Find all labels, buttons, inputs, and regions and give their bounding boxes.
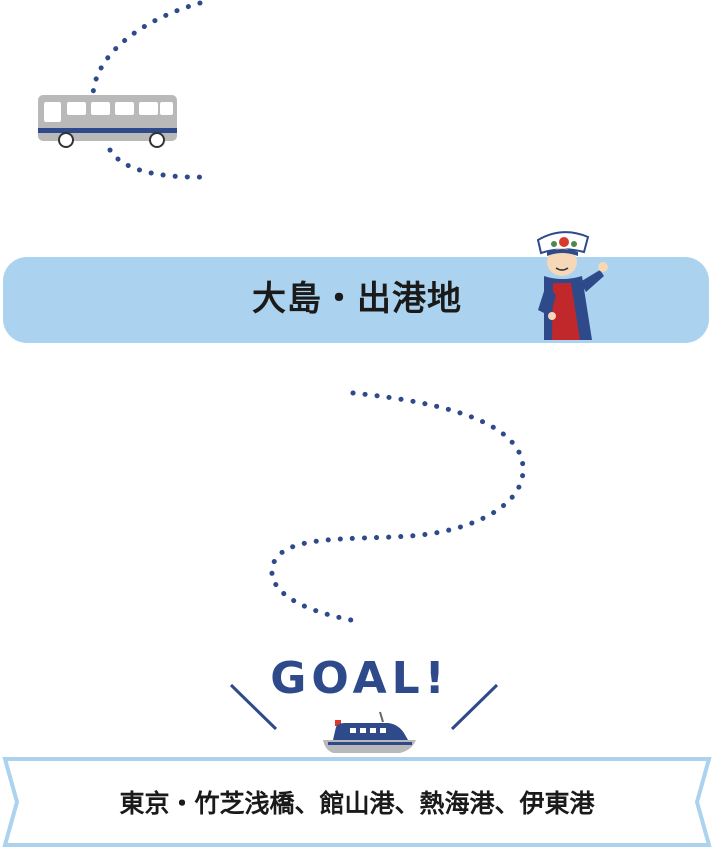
destination-label: 東京・竹芝浅橋、館山港、熱海港、伊東港	[119, 789, 595, 818]
route-path-top	[90, 0, 213, 180]
route-path-middle	[269, 390, 526, 625]
departure-label: 大島・出港地	[252, 279, 462, 319]
bus-icon	[38, 95, 177, 148]
goal-burst-right	[450, 683, 499, 731]
ferry-icon	[323, 711, 416, 753]
goal-heading: GOAL!	[270, 653, 450, 704]
goal-burst-left	[229, 683, 278, 731]
destination-ribbon-frame	[2, 757, 712, 847]
